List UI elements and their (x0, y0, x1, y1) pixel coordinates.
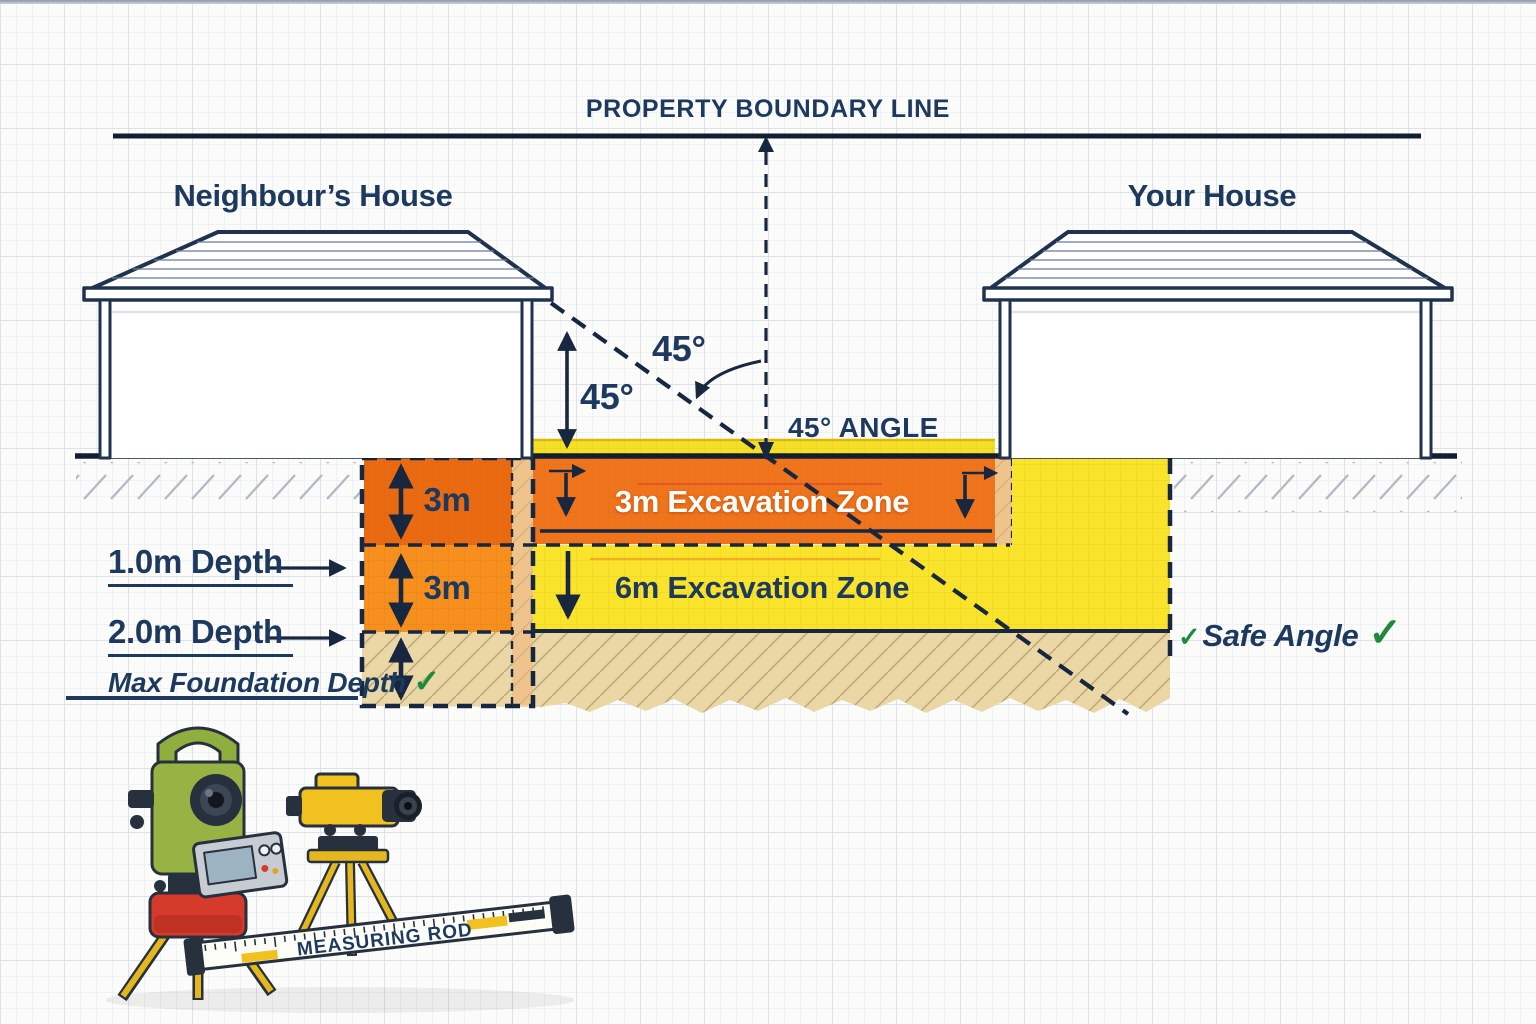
total-station-illustration (117, 726, 289, 1002)
carry-handle (156, 726, 240, 766)
screenshot-top-edge (0, 0, 1536, 4)
equipment-shadow (105, 987, 575, 1013)
safe-angle-check-right-icon: ✓ (1368, 611, 1402, 655)
depth-1m-label: 1.0m Depth (108, 543, 293, 587)
column-upper-depth-label: 3m (423, 481, 471, 518)
max-foundation-check-icon: ✓ (413, 663, 440, 699)
neighbour-house-illustration (82, 230, 554, 460)
deep-excavation-zone (533, 458, 1173, 664)
forty-five-degree-sight-line (549, 301, 1130, 716)
property-boundary-title: PROPERTY BOUNDARY LINE (585, 95, 951, 123)
angle-label-lower: 45° (580, 376, 634, 417)
surface-hatch-left (76, 462, 362, 500)
boundary-centerline-dashed (758, 136, 774, 460)
column-lower-depth-label: 3m (423, 569, 471, 606)
surface-hatch-right (1174, 462, 1462, 512)
deep-zone-label: 6m Excavation Zone (614, 570, 910, 605)
shallow-excavation-zone (533, 458, 995, 544)
angle-label-upper: 45° (652, 328, 706, 369)
soil-strip-left (510, 459, 533, 705)
angle-callout-label: 45° ANGLE (788, 412, 939, 443)
neighbour-house-label: Neighbour’s House (173, 178, 453, 213)
angle-arc-arrow (695, 359, 762, 400)
shallow-zone-label: 3m Excavation Zone (614, 484, 910, 519)
depth-2m-label: 2.0m Depth (108, 613, 293, 657)
surveying-equipment-illustration: MEASURING ROD (105, 726, 575, 1013)
control-display (192, 831, 289, 899)
max-foundation-underline (66, 696, 358, 700)
subsoil-sand-layer (362, 632, 1170, 713)
your-house-illustration (982, 230, 1454, 460)
soil-strip-right (995, 459, 1014, 545)
safe-angle-check-left-icon: ✓ (1178, 622, 1201, 652)
your-house-label: Your House (1127, 178, 1297, 213)
safe-angle-label: ✓Safe Angle✓ (1178, 611, 1402, 655)
max-foundation-depth-label: Max Foundation Depth ✓ (108, 663, 440, 699)
measurement-arrows (267, 331, 999, 701)
